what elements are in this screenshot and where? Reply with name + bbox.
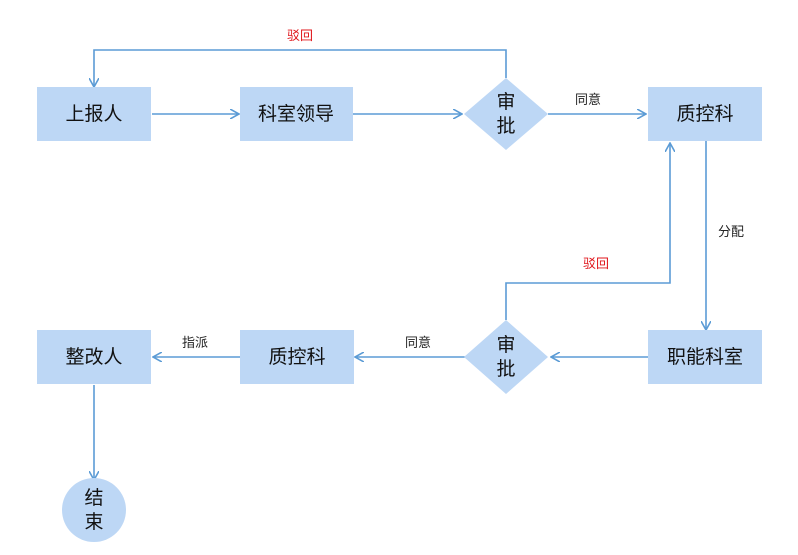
- node-reporter-label: 上报人: [65, 103, 122, 125]
- node-quality-dept-bottom-label: 质控科: [268, 346, 325, 368]
- edge-reject-bottom: [505, 144, 670, 320]
- node-approve-2-label-bottom: 批: [496, 358, 515, 380]
- node-reporter: [37, 87, 151, 141]
- node-quality-dept-top-label: 质控科: [676, 103, 733, 125]
- edge-label-dispatch: 指派: [182, 336, 208, 351]
- node-dept-leader: [240, 87, 353, 141]
- node-dept-leader-label: 科室领导: [258, 103, 334, 125]
- node-approve-1-label-bottom: 批: [496, 115, 515, 137]
- edge-label-reject-bottom: 驳回: [583, 257, 609, 272]
- edge-reject-top: [94, 49, 507, 86]
- node-approve-1: [464, 78, 548, 150]
- node-approve-1-label-top: 审: [496, 91, 515, 113]
- node-end: [62, 478, 126, 542]
- node-functional-dept: [648, 330, 762, 384]
- node-quality-dept-top: [648, 87, 762, 141]
- node-end-label-bottom: 束: [84, 511, 103, 533]
- node-end-label-top: 结: [84, 487, 103, 509]
- node-functional-dept-label: 职能科室: [667, 346, 743, 368]
- edge-label-reject-top: 驳回: [287, 29, 313, 44]
- edge-label-assign: 分配: [718, 225, 744, 240]
- node-rectifier-label: 整改人: [65, 346, 122, 368]
- edge-label-agree-bottom: 同意: [405, 335, 431, 351]
- node-approve-2: [464, 320, 548, 394]
- node-quality-dept-bottom: [240, 330, 354, 384]
- node-approve-2-label-top: 审: [496, 334, 515, 356]
- node-rectifier: [37, 330, 151, 384]
- edge-label-agree-top: 同意: [575, 92, 601, 108]
